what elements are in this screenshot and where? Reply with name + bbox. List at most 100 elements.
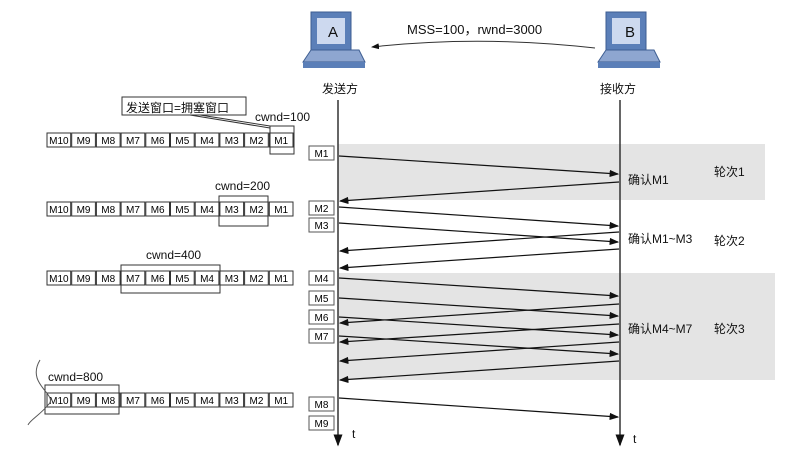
segment-cell: [46, 270, 72, 286]
segment-cell: [219, 132, 245, 148]
segment-cell: [145, 201, 171, 217]
segment-cell: [71, 270, 96, 286]
segment-arrow: [338, 297, 620, 320]
ack-arrow: [338, 248, 620, 272]
segment-label: M5: [175, 136, 189, 147]
segment-cell: [120, 132, 146, 148]
segment-cell: [95, 132, 121, 148]
svg-text:M2: M2: [315, 204, 329, 215]
segment-label: M8: [101, 136, 115, 147]
ack-arrow: [338, 303, 620, 327]
congestion-window-box: [218, 195, 269, 227]
sent-segment-box: M5: [308, 290, 335, 306]
segment-label: M10: [49, 136, 69, 147]
segment-cell: [46, 201, 72, 217]
segment-cell: [219, 392, 245, 408]
segment-arrow: [338, 155, 620, 178]
sent-segment-box: M7: [308, 328, 335, 344]
segment-cell: [244, 270, 269, 286]
segment-label: M10: [49, 396, 69, 407]
cwnd-label: cwnd=200: [215, 179, 271, 193]
segment-cell: [120, 201, 146, 217]
svg-text:M6: M6: [315, 313, 329, 324]
segment-label: M7: [126, 396, 140, 407]
segment-label: M8: [101, 205, 115, 216]
segment-label: M2: [249, 136, 263, 147]
round-label: 轮次1: [714, 165, 745, 179]
segment-label: M1: [274, 136, 288, 147]
sent-segment-box: M6: [308, 309, 335, 325]
sent-segment-box: M2: [308, 200, 335, 216]
segment-label: M3: [225, 136, 239, 147]
ack-label: 确认M4~M7: [628, 322, 693, 336]
segment-arrow: [338, 397, 620, 421]
svg-text:M8: M8: [315, 400, 329, 411]
segment-label: M3: [225, 396, 239, 407]
segment-cell: [170, 270, 195, 286]
round1-shade: [338, 144, 765, 200]
segment-label: M4: [200, 274, 214, 285]
segment-label: M5: [175, 205, 189, 216]
segment-label: M3: [225, 274, 239, 285]
segment-cell: [145, 392, 171, 408]
callout-pointer: [189, 114, 271, 129]
ack-arrow: [338, 323, 620, 346]
callout-box: [121, 96, 247, 116]
segment-cell: [120, 392, 146, 408]
sent-segment-box: M4: [308, 270, 335, 286]
segment-label: M10: [49, 205, 69, 216]
sent-segment-box: M3: [308, 217, 335, 233]
segment-label: M5: [175, 396, 189, 407]
segment-label: M1: [274, 274, 288, 285]
congestion-window-box: [44, 384, 120, 415]
segment-cell: [170, 392, 195, 408]
segment-label: M7: [126, 274, 140, 285]
round-label: 轮次2: [714, 234, 745, 248]
segment-label: M6: [151, 396, 165, 407]
segment-cell: [95, 201, 121, 217]
ack-arrow: [338, 360, 620, 384]
round-label: 轮次3: [714, 322, 745, 336]
svg-text:M9: M9: [315, 419, 329, 430]
segment-label: M2: [249, 396, 263, 407]
sent-segment-box: M9: [308, 415, 335, 431]
receiver-time-label: t: [633, 432, 637, 446]
segment-arrow: [338, 222, 620, 246]
segment-label: M7: [126, 205, 140, 216]
segment-cell: [46, 392, 72, 408]
receiver-computer-icon: [597, 11, 661, 68]
ack-label: 确认M1~M3: [628, 232, 693, 246]
segment-label: M10: [49, 274, 69, 285]
svg-text:M5: M5: [315, 294, 329, 305]
segment-cell: [194, 392, 220, 408]
sender-time-label: t: [352, 427, 356, 441]
segment-cell: [268, 392, 294, 408]
segment-label: M2: [249, 205, 263, 216]
segment-label: M1: [274, 205, 288, 216]
segment-label: M4: [200, 396, 214, 407]
sender-label: 发送方: [322, 82, 359, 96]
rwnd-arrow: [371, 40, 596, 50]
segment-cell: [194, 270, 220, 286]
sent-segment-box: M1: [308, 145, 335, 161]
round3-shade: [338, 273, 775, 380]
segment-arrow: [338, 206, 620, 230]
segment-label: M4: [200, 205, 214, 216]
segment-cell: [268, 270, 294, 286]
segment-cell: [145, 132, 171, 148]
segment-cell: [170, 132, 195, 148]
segment-cell: [170, 201, 195, 217]
segment-cell: [95, 270, 121, 286]
segment-label: M2: [249, 274, 263, 285]
segment-cell: [268, 132, 294, 148]
svg-text:M3: M3: [315, 221, 329, 232]
congestion-window-box: [120, 264, 221, 294]
sender-computer-icon: [302, 11, 366, 68]
segment-cell: [244, 392, 269, 408]
congestion-window-box: [269, 125, 295, 155]
break-curve: [27, 359, 51, 426]
